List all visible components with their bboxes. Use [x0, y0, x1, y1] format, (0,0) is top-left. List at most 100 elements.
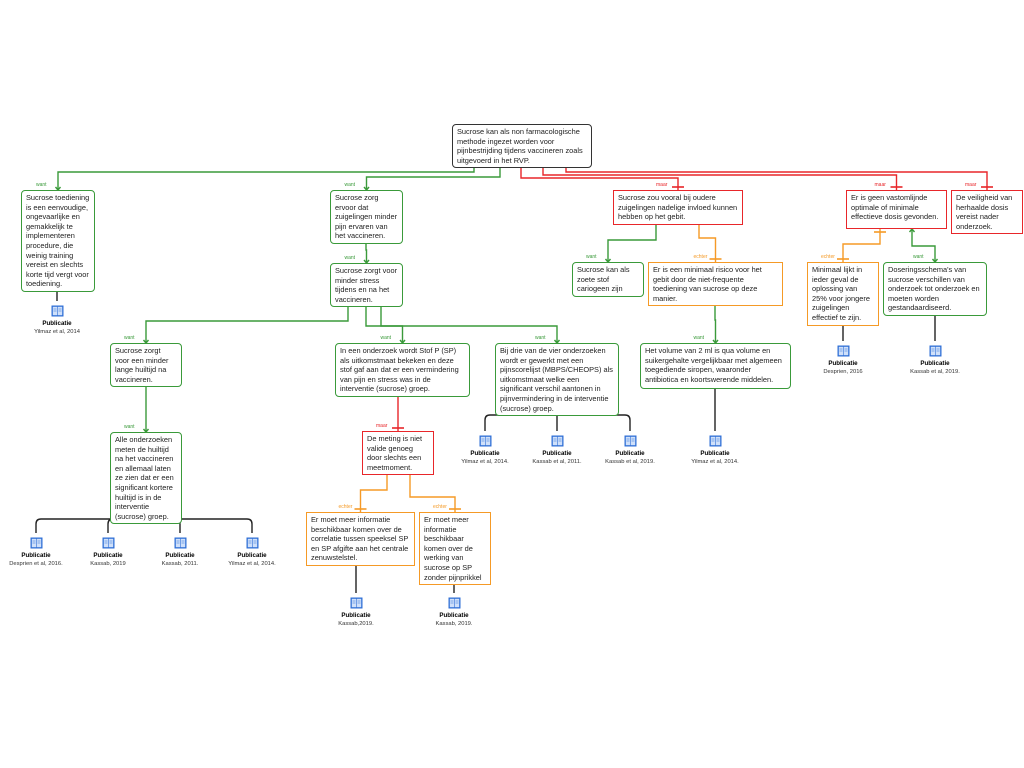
relation-label: maar — [656, 182, 668, 188]
relation-label: want — [124, 335, 135, 341]
book-icon — [246, 537, 258, 549]
publication-citation: Yilmaz et al, 2014. — [228, 561, 276, 567]
publication-citation: Yilmaz et al, 2014 — [34, 329, 80, 335]
book-icon — [551, 435, 563, 447]
connector-c-j — [380, 299, 558, 343]
node-m[interactable]: Sucrose kan als zoete stof cariogeen zij… — [572, 262, 644, 297]
connector-c-d — [145, 299, 349, 343]
relation-label: want — [913, 254, 924, 260]
relation-label: want — [344, 182, 356, 188]
relation-label: maar — [965, 182, 977, 188]
book-icon — [479, 435, 491, 447]
relation-label: echter — [433, 504, 447, 510]
publication-citation: Desprien, 2016 — [823, 369, 863, 375]
connector-root-o — [542, 160, 898, 190]
relation-label: echter — [693, 254, 708, 260]
connector-g-h — [359, 468, 388, 512]
book-icon — [174, 537, 186, 549]
book-icon — [448, 597, 460, 609]
node-b[interactable]: Sucrose zorg ervoor dat zuigelingen mind… — [330, 190, 403, 244]
book-icon — [624, 435, 636, 447]
relation-label: want — [344, 255, 356, 261]
node-a[interactable]: Sucrose toediening is een eenvoudige, on… — [21, 190, 95, 292]
node-e[interactable]: Alle onderzoeken meten de huiltijd na he… — [110, 432, 182, 525]
connector-o-r — [911, 229, 936, 262]
publication-label: Publicatie — [21, 552, 51, 559]
node-root[interactable]: Sucrose kan als non farmacologische meth… — [452, 124, 592, 169]
publication-citation: Yilmaz et al, 2014. — [691, 459, 739, 465]
publication-label: Publicatie — [93, 552, 123, 559]
book-icon — [30, 537, 42, 549]
relation-label: maar — [874, 182, 886, 188]
publication-label: Publicatie — [615, 450, 645, 457]
node-p[interactable]: De veiligheid van herhaalde dosis vereis… — [951, 190, 1023, 235]
connector-root-b — [365, 160, 501, 190]
node-h[interactable]: Er moet meer informatie beschikbaar kome… — [306, 512, 415, 566]
relation-label: want — [586, 254, 597, 260]
publication-citation: Desprien et al, 2016. — [9, 561, 63, 567]
connector-g-i — [409, 468, 456, 512]
arrow-icon — [908, 227, 916, 233]
node-i[interactable]: Er moet meer informatie beschikbaar kome… — [419, 512, 491, 586]
node-o[interactable]: Er is geen vastomlijnde optimale of mini… — [846, 190, 947, 229]
publication-citation: Kassab et al, 2019. — [910, 369, 960, 375]
publication-citation: Kassab et al, 2011. — [532, 459, 582, 465]
relation-label: echter — [338, 504, 353, 510]
relation-label: want — [124, 424, 135, 430]
node-c[interactable]: Sucrose zorgt voor minder stress tijdens… — [330, 263, 403, 308]
book-icon — [102, 537, 114, 549]
book-icon — [709, 435, 721, 447]
relation-label: echter — [821, 254, 835, 260]
connector-l-n — [698, 219, 717, 262]
node-d[interactable]: Sucrose zorgt voor een minder lange huil… — [110, 343, 182, 388]
publication-citation: Kassab et al, 2019. — [605, 459, 655, 465]
publication-citation: Kassab, 2019 — [90, 561, 126, 567]
book-icon — [350, 597, 362, 609]
publication-label: Publicatie — [42, 320, 72, 327]
publication-citation: Kassab, 2011. — [161, 561, 199, 567]
publication-label: Publicatie — [470, 450, 500, 457]
node-j[interactable]: Bij drie van de vier onderzoeken wordt e… — [495, 343, 619, 417]
publication-label: Publicatie — [700, 450, 730, 457]
connector-l-m — [607, 219, 657, 262]
relation-label: want — [535, 335, 546, 341]
book-icon — [51, 305, 63, 317]
publication-label: Publicatie — [439, 612, 469, 619]
node-l[interactable]: Sucrose zou vooral bij oudere zuigelinge… — [613, 190, 743, 225]
node-f[interactable]: In een onderzoek wordt Stof P (SP) als u… — [335, 343, 470, 397]
relation-label: want — [693, 335, 705, 341]
node-g[interactable]: De meting is niet valide genoeg door sle… — [362, 431, 434, 476]
relation-label: want — [380, 335, 392, 341]
connector-root-l — [520, 160, 679, 190]
publication-label: Publicatie — [237, 552, 267, 559]
publication-label: Publicatie — [828, 360, 858, 367]
relation-label: maar — [376, 423, 388, 429]
publication-citation: Kassab,2019. — [338, 621, 374, 627]
node-k[interactable]: Het volume van 2 ml is qua volume en sui… — [640, 343, 791, 389]
connector-o-q — [842, 229, 881, 262]
connector-root-a — [57, 160, 475, 190]
node-r[interactable]: Doseringsschema's van sucrose verschille… — [883, 262, 987, 316]
publication-label: Publicatie — [165, 552, 195, 559]
node-n[interactable]: Er is een minimaal risico voor het gebit… — [648, 262, 783, 307]
book-icon — [837, 345, 849, 357]
book-icon — [929, 345, 941, 357]
node-q[interactable]: Minimaal lijkt in ieder geval de oplossi… — [807, 262, 879, 326]
publication-citation: Yilmaz et al, 2014. — [461, 459, 509, 465]
publication-citation: Kassab, 2019. — [435, 621, 473, 627]
publication-label: Publicatie — [542, 450, 572, 457]
publication-label: Publicatie — [341, 612, 371, 619]
